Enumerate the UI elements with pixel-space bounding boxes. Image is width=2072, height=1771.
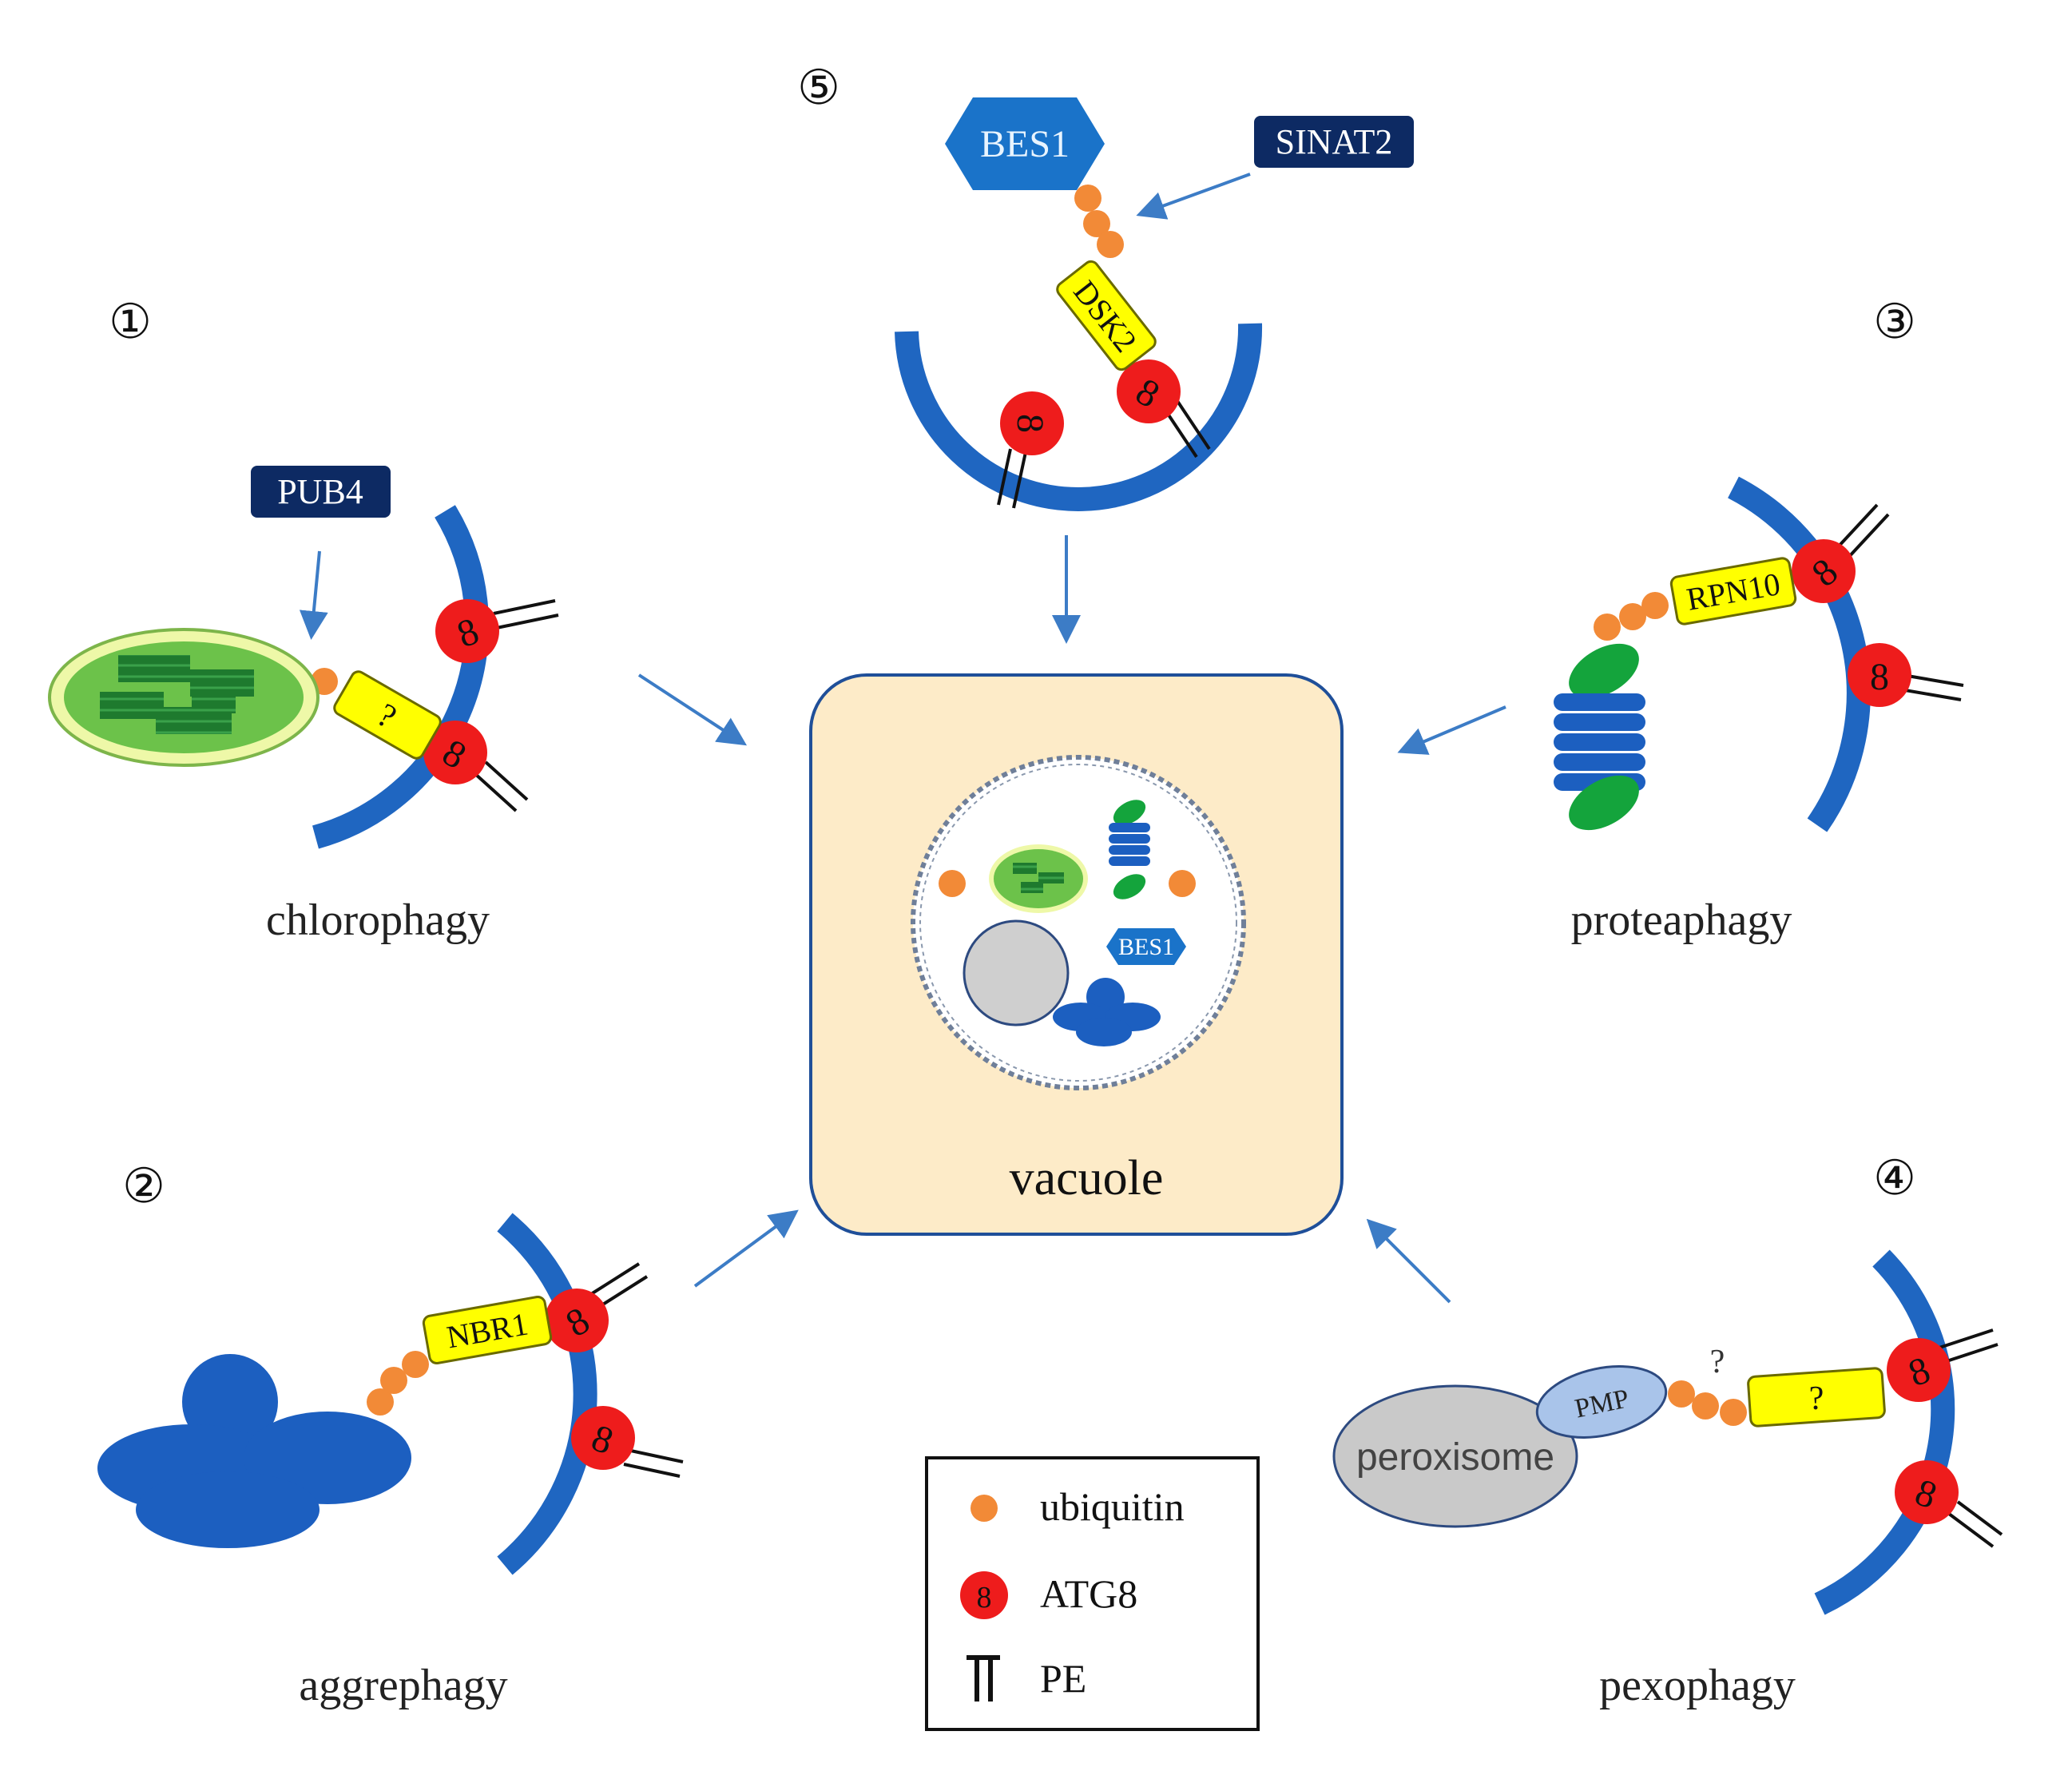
e3-pub4: PUB4	[251, 466, 391, 518]
pathway-bes1: ⑤ 8 8 DSK2 BES1 SINAT2	[797, 62, 1414, 511]
pe-anchor-icon	[997, 399, 1211, 509]
chloroplast-icon	[48, 628, 320, 767]
legend-pe-icon	[967, 1655, 1000, 1702]
pathway-proteaphagy: ③ 8 8 RPN10 proteaphagy	[1554, 296, 1964, 945]
receptor-unknown-label: ?	[1809, 1380, 1824, 1417]
atg8-icon: 8 8	[1887, 1338, 1959, 1524]
legend-pe-label: PE	[1040, 1656, 1086, 1701]
legend-ubiquitin-label: ubiquitin	[1040, 1484, 1185, 1529]
pathway-number-4: ④	[1873, 1152, 1916, 1205]
e3-sinat2: SINAT2	[1254, 116, 1414, 168]
receptor-unknown: ?	[333, 670, 442, 760]
receptor-dsk2: DSK2	[1056, 260, 1157, 371]
receptor-rpn10: RPN10	[1669, 557, 1797, 625]
vacuole-label: vacuole	[1010, 1151, 1164, 1205]
legend-ubiquitin-icon	[971, 1495, 998, 1522]
pe-anchor-icon	[1834, 503, 1964, 701]
proteasome-icon	[1554, 643, 1645, 831]
pe-anchor-icon	[1936, 1328, 2003, 1548]
peroxisome-cargo	[963, 919, 1070, 1026]
aggregate-icon	[97, 1354, 411, 1548]
arrow-sinat2-to-bes1	[1136, 173, 1251, 220]
phagophore-membrane-icon	[497, 1213, 597, 1575]
arrow-pub4-to-chloroplast	[299, 550, 328, 640]
pathway-number-1: ①	[109, 296, 152, 348]
ubiquitin-chain-icon	[1594, 592, 1669, 641]
pmp-icon: PMP	[1535, 1365, 1668, 1439]
arrow-proteaphagy-to-vacuole	[1397, 705, 1506, 755]
phagophore-membrane-icon	[895, 323, 1263, 511]
ubiquitin-cargo-left	[939, 870, 966, 897]
atg8-icon: 8 8	[1000, 359, 1181, 455]
arrows	[299, 173, 1506, 1304]
autophagic-body	[911, 755, 1246, 1090]
unknown-link-label: ?	[1710, 1344, 1725, 1380]
bes1-cargo: BES1	[1106, 928, 1186, 965]
pathway-aggrephagy: ② 8 8 NBR1 aggrephagy	[97, 1160, 684, 1710]
arrow-pexophagy-to-vacuole	[1366, 1218, 1451, 1304]
pathway-pexophagy: ④ 8 8 ? ? peroxisome PMP pexophagy	[1332, 1152, 2003, 1710]
svg-text:8: 8	[1870, 656, 1889, 698]
ubiquitin-chain-icon	[1668, 1380, 1747, 1426]
pathway-label-chlorophagy: chlorophagy	[266, 895, 490, 945]
pathway-number-3: ③	[1873, 296, 1916, 348]
autophagic-body-inner-ring	[919, 764, 1237, 1082]
pe-anchor-icon	[473, 599, 559, 812]
ubiquitin-chain-icon	[367, 1351, 429, 1416]
phagophore-membrane-icon	[1814, 1249, 1955, 1615]
pathway-number-2: ②	[122, 1160, 165, 1213]
phagophore-membrane-icon	[312, 505, 490, 849]
pathway-chlorophagy: ① 8 8 ? PUB4	[48, 296, 559, 945]
pathway-label-pexophagy: pexophagy	[1599, 1661, 1796, 1710]
chloroplast-icon	[989, 844, 1088, 913]
peroxisome-icon: peroxisome	[1332, 1384, 1578, 1528]
pe-anchor-icon	[589, 1262, 684, 1478]
ubiquitin-chain-icon	[1074, 185, 1124, 258]
phagophore-membrane-icon	[1728, 476, 1871, 832]
legend-atg8-label: ATG8	[1040, 1571, 1137, 1616]
ubiquitin-cargo-right	[1169, 870, 1196, 897]
arrow-chlorophagy-to-vacuole	[637, 673, 748, 746]
atg8-icon: 8 8	[545, 1289, 635, 1470]
receptor-nbr1: NBR1	[422, 1296, 553, 1364]
legend-atg8-icon	[960, 1571, 1008, 1619]
atg8-icon: 8 8	[423, 599, 499, 784]
svg-text:8: 8	[977, 1581, 992, 1614]
legend: ubiquitin 8 ATG8 PE	[925, 1456, 1260, 1731]
svg-text:8: 8	[1009, 414, 1051, 433]
aggregate-cargo	[1053, 978, 1161, 1046]
proteasome-icon	[1109, 800, 1150, 899]
pathway-label-aggrephagy: aggrephagy	[299, 1661, 507, 1710]
pathway-number-5: ⑤	[797, 62, 840, 114]
e3-sinat2-label: SINAT2	[1276, 122, 1393, 161]
atg8-icon: 8 8	[1792, 539, 1911, 707]
pathway-label-proteaphagy: proteaphagy	[1571, 895, 1792, 945]
receptor-unknown: ?	[1747, 1367, 1886, 1428]
peroxisome-label: peroxisome	[1356, 1436, 1554, 1479]
bes1-cargo-label: BES1	[1118, 934, 1174, 960]
vacuole: BES1 vacuole	[809, 673, 1344, 1236]
arrow-aggrephagy-to-vacuole	[693, 1209, 799, 1288]
substrate-bes1-label: BES1	[980, 123, 1070, 165]
e3-pub4-label: PUB4	[277, 472, 363, 511]
substrate-bes1: BES1	[945, 97, 1105, 190]
